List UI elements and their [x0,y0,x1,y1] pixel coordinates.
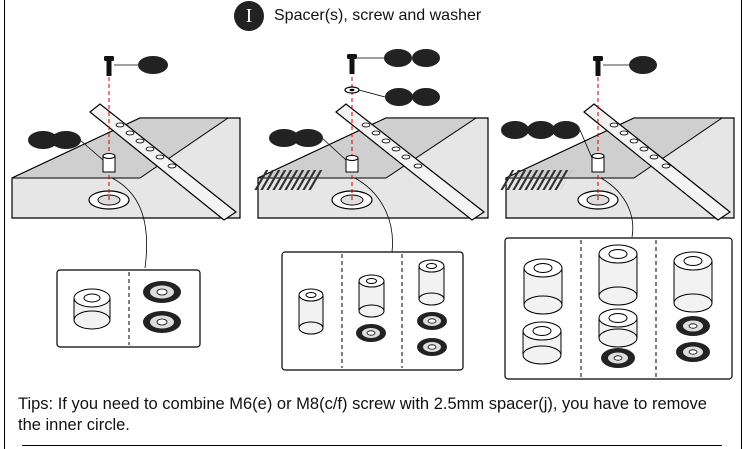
washer-icon [601,348,635,368]
spacer-icon [418,259,445,306]
panel-2-illustration [252,49,489,371]
washer-icon [417,312,447,356]
spacer-icon [598,308,638,348]
bottom-divider [22,445,722,446]
step-title: Spacer(s), screw and washer [274,7,482,24]
spacer-icon [298,288,324,335]
spacer-icon [523,258,563,315]
spacer-icon [673,251,713,313]
spacer-icon [522,321,562,365]
label-bubble-icon [269,49,440,147]
tips-text: Tips: If you need to combine M6(e) or M8… [18,395,707,434]
spacer-icon [73,288,111,330]
spacer-icon [345,155,359,173]
washer-icon [676,316,710,362]
washer-icon [344,86,360,94]
step-badge-letter: I [245,5,253,27]
washer-icon [356,324,386,342]
screw-icon [593,56,603,76]
screw-icon [104,56,114,76]
label-bubble-icon [501,56,657,139]
screw-icon [347,54,357,74]
spacer-icon [102,153,116,173]
label-bubble-icon [28,56,168,149]
spacer-icon [598,244,638,306]
washer-icon [143,281,181,333]
spacer-icon [591,153,605,173]
step-badge-icon: I [234,1,264,31]
spacer-icon [358,274,385,318]
right-border [741,0,742,449]
left-border [4,0,5,449]
step-header: I Spacer(s), screw and washer [234,0,481,32]
panel-3-illustration [500,56,735,380]
panel-1-illustration [11,56,241,348]
